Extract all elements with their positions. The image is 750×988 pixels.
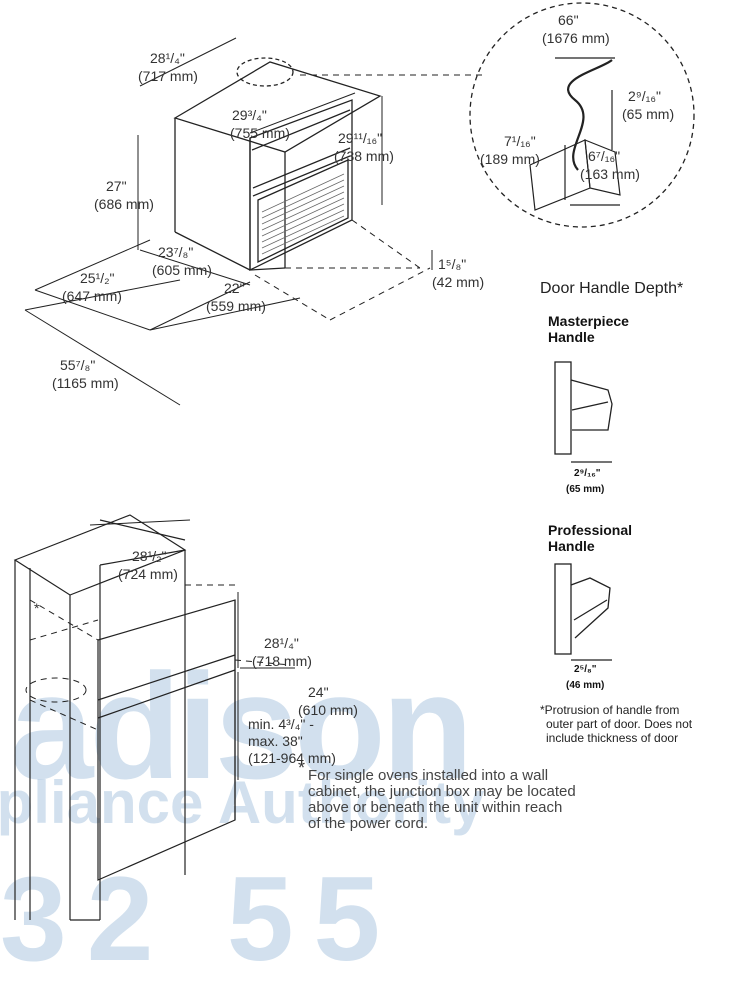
masterpiece-handle-label-2: Handle <box>548 329 595 345</box>
junction-note: For single ovens installed into a wall c… <box>308 768 576 832</box>
cabinet-depth: 24" <box>308 684 329 700</box>
cabinet-junction-marker: * <box>34 600 40 616</box>
watermark-line-2: ppliance Authority <box>0 769 485 836</box>
cabinet-floor-min: min. 4³/₄" - <box>248 716 314 732</box>
dimension-lines-top <box>24 37 433 406</box>
dim-cutout-width-mm: (559 mm) <box>206 298 266 314</box>
box-offset-mm: (189 mm) <box>480 151 540 167</box>
dim-depth-base: 23⁷/₈" <box>158 244 194 260</box>
box-offset: 7¹/₁₆" <box>504 133 536 149</box>
dim-depth-top-mm: (755 mm) <box>230 125 290 141</box>
watermark-line-1: adison <box>10 642 473 810</box>
line-drawing <box>13 2 695 921</box>
dim-width-top-mm: (717 mm) <box>138 68 198 84</box>
professional-handle-label-1: Professional <box>548 522 633 538</box>
dim-overall-mm: (1165 mm) <box>52 375 119 391</box>
dim-height-right: 29¹¹/₁₆" <box>338 130 383 146</box>
cord-length-mm: (1676 mm) <box>542 30 610 46</box>
junction-box-detail <box>529 57 621 211</box>
cabinet-drawing <box>13 514 236 921</box>
footnote-line-2: outer part of door. Does not <box>546 717 693 731</box>
dim-height-right-mm: (738 mm) <box>334 148 394 164</box>
dim-cutout-width: 22" <box>224 280 245 296</box>
professional-handle-label-2: Handle <box>548 538 595 554</box>
oven-box <box>173 61 382 272</box>
professional-depth: 2⁵/₈" <box>574 664 597 675</box>
footnote-line-3: include thickness of door <box>546 731 679 745</box>
masterpiece-depth-mm: (65 mm) <box>566 484 605 495</box>
dim-overall: 55⁷/₈" <box>60 357 96 373</box>
detail-circle <box>469 2 695 228</box>
dim-cutout-depth: 25¹/₂" <box>80 270 115 286</box>
professional-depth-mm: (46 mm) <box>566 680 605 691</box>
dim-cutout-depth-mm: (647 mm) <box>62 288 122 304</box>
box-width-mm: (163 mm) <box>580 166 640 182</box>
dim-toe-mm: (42 mm) <box>432 274 485 290</box>
door-handle-title: Door Handle Depth* <box>540 280 684 297</box>
oven-window <box>261 173 345 255</box>
cabinet-width: 28¹/₂" <box>132 548 167 564</box>
cabinet-dimension-lines <box>89 519 295 780</box>
dim-height-left: 27" <box>106 178 127 194</box>
masterpiece-handle-label-1: Masterpiece <box>548 313 629 329</box>
cabinet-cutout-height: 28¹/₄" <box>264 635 299 651</box>
cabinet-floor-mm: (121-964 mm) <box>248 750 336 766</box>
asterisk-marker: * <box>298 758 306 778</box>
dim-toe: 1⁵/₈" <box>438 256 467 272</box>
dim-depth-base-mm: (605 mm) <box>152 262 212 278</box>
cord-length: 66" <box>558 12 579 28</box>
top-detail-marker <box>236 57 294 87</box>
masterpiece-handle-drawing <box>554 361 613 463</box>
junction-note-line-1: For single ovens installed into a wall <box>308 767 549 784</box>
junction-note-line-4: of the power cord. <box>308 815 429 832</box>
footnote-line-1: *Protrusion of handle from <box>540 703 680 717</box>
cabinet-width-mm: (724 mm) <box>118 566 178 582</box>
dim-height-left-mm: (686 mm) <box>94 196 154 212</box>
box-width: 6⁷/₁₆" <box>588 148 621 164</box>
junction-note-line-3: above or beneath the unit within reach <box>308 799 563 816</box>
handle-footnote: *Protrusion of handle from outer part of… <box>540 703 745 745</box>
professional-handle-drawing <box>554 563 612 661</box>
box-height-mm: (65 mm) <box>622 106 675 122</box>
cabinet-depth-mm: (610 mm) <box>298 702 358 718</box>
dashed-lines-top <box>254 74 482 321</box>
cabinet-dashed <box>25 584 291 731</box>
cabinet-cutout-height-mm: (718 mm) <box>252 653 312 669</box>
masterpiece-depth: 2⁹/₁₆" <box>574 468 601 479</box>
junction-note-line-2: cabinet, the junction box may be located <box>308 783 576 800</box>
dim-depth-top: 29³/₄" <box>232 107 267 123</box>
dim-width-top: 28¹/₄" <box>150 50 185 66</box>
box-height: 2⁹/₁₆" <box>628 88 662 104</box>
cabinet-floor-max: max. 38" <box>248 733 303 749</box>
